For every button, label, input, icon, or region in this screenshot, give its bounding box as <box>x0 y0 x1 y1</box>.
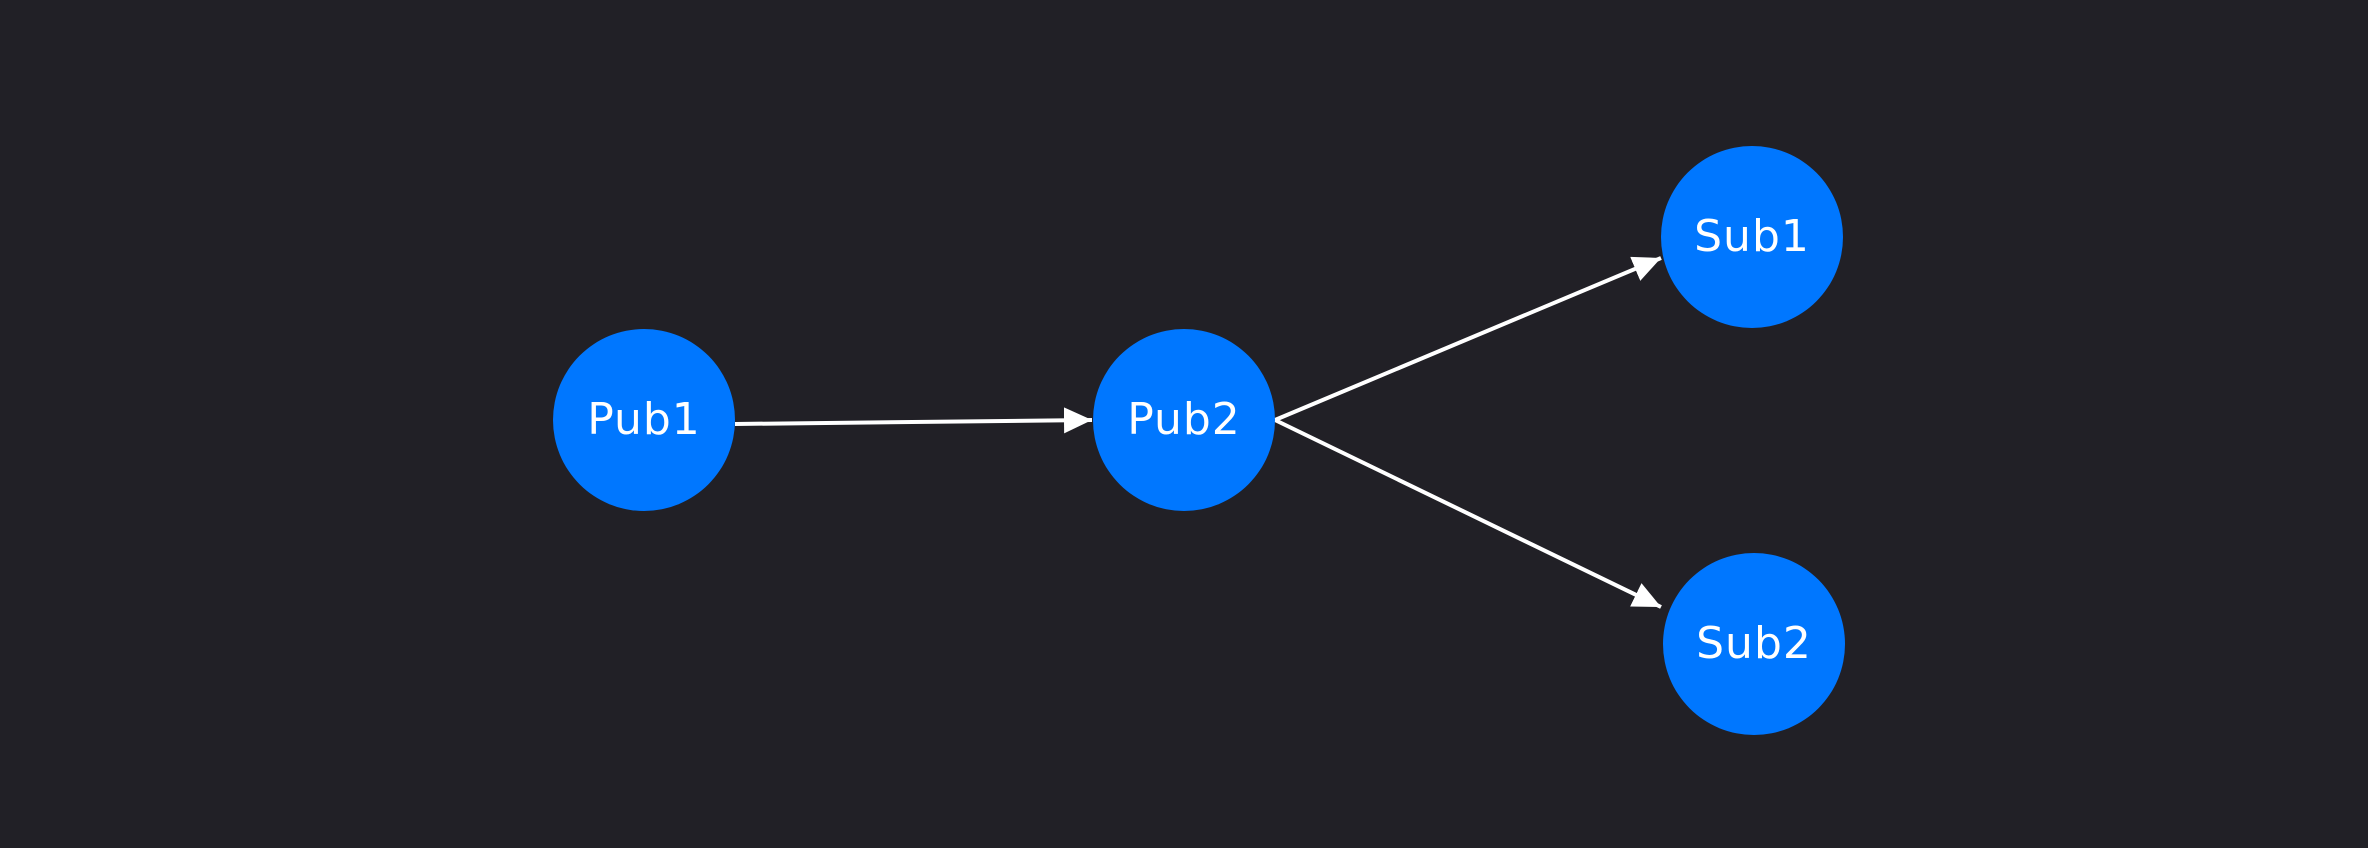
nodes-layer: Pub1 Pub2 Sub1 Sub2 <box>553 146 1845 735</box>
edges-layer <box>734 256 1662 609</box>
node-pub2-label: Pub2 <box>1127 394 1241 445</box>
node-sub2-label: Sub2 <box>1696 618 1812 669</box>
node-pub2-circle <box>1093 329 1275 511</box>
node-pub1-label: Pub1 <box>587 394 701 445</box>
node-pub1: Pub1 <box>553 329 735 511</box>
node-pub2: Pub2 <box>1093 329 1275 511</box>
node-sub1: Sub1 <box>1661 146 1843 328</box>
node-pub1-circle <box>553 329 735 511</box>
edge-pub1-pub2 <box>734 407 1093 434</box>
node-sub2-circle <box>1663 553 1845 735</box>
node-sub1-label: Sub1 <box>1694 211 1810 262</box>
edge-pub2-sub2 <box>1274 418 1662 609</box>
edge-pub2-sub1 <box>1274 256 1662 422</box>
node-sub2: Sub2 <box>1663 553 1845 735</box>
node-sub1-circle <box>1661 146 1843 328</box>
